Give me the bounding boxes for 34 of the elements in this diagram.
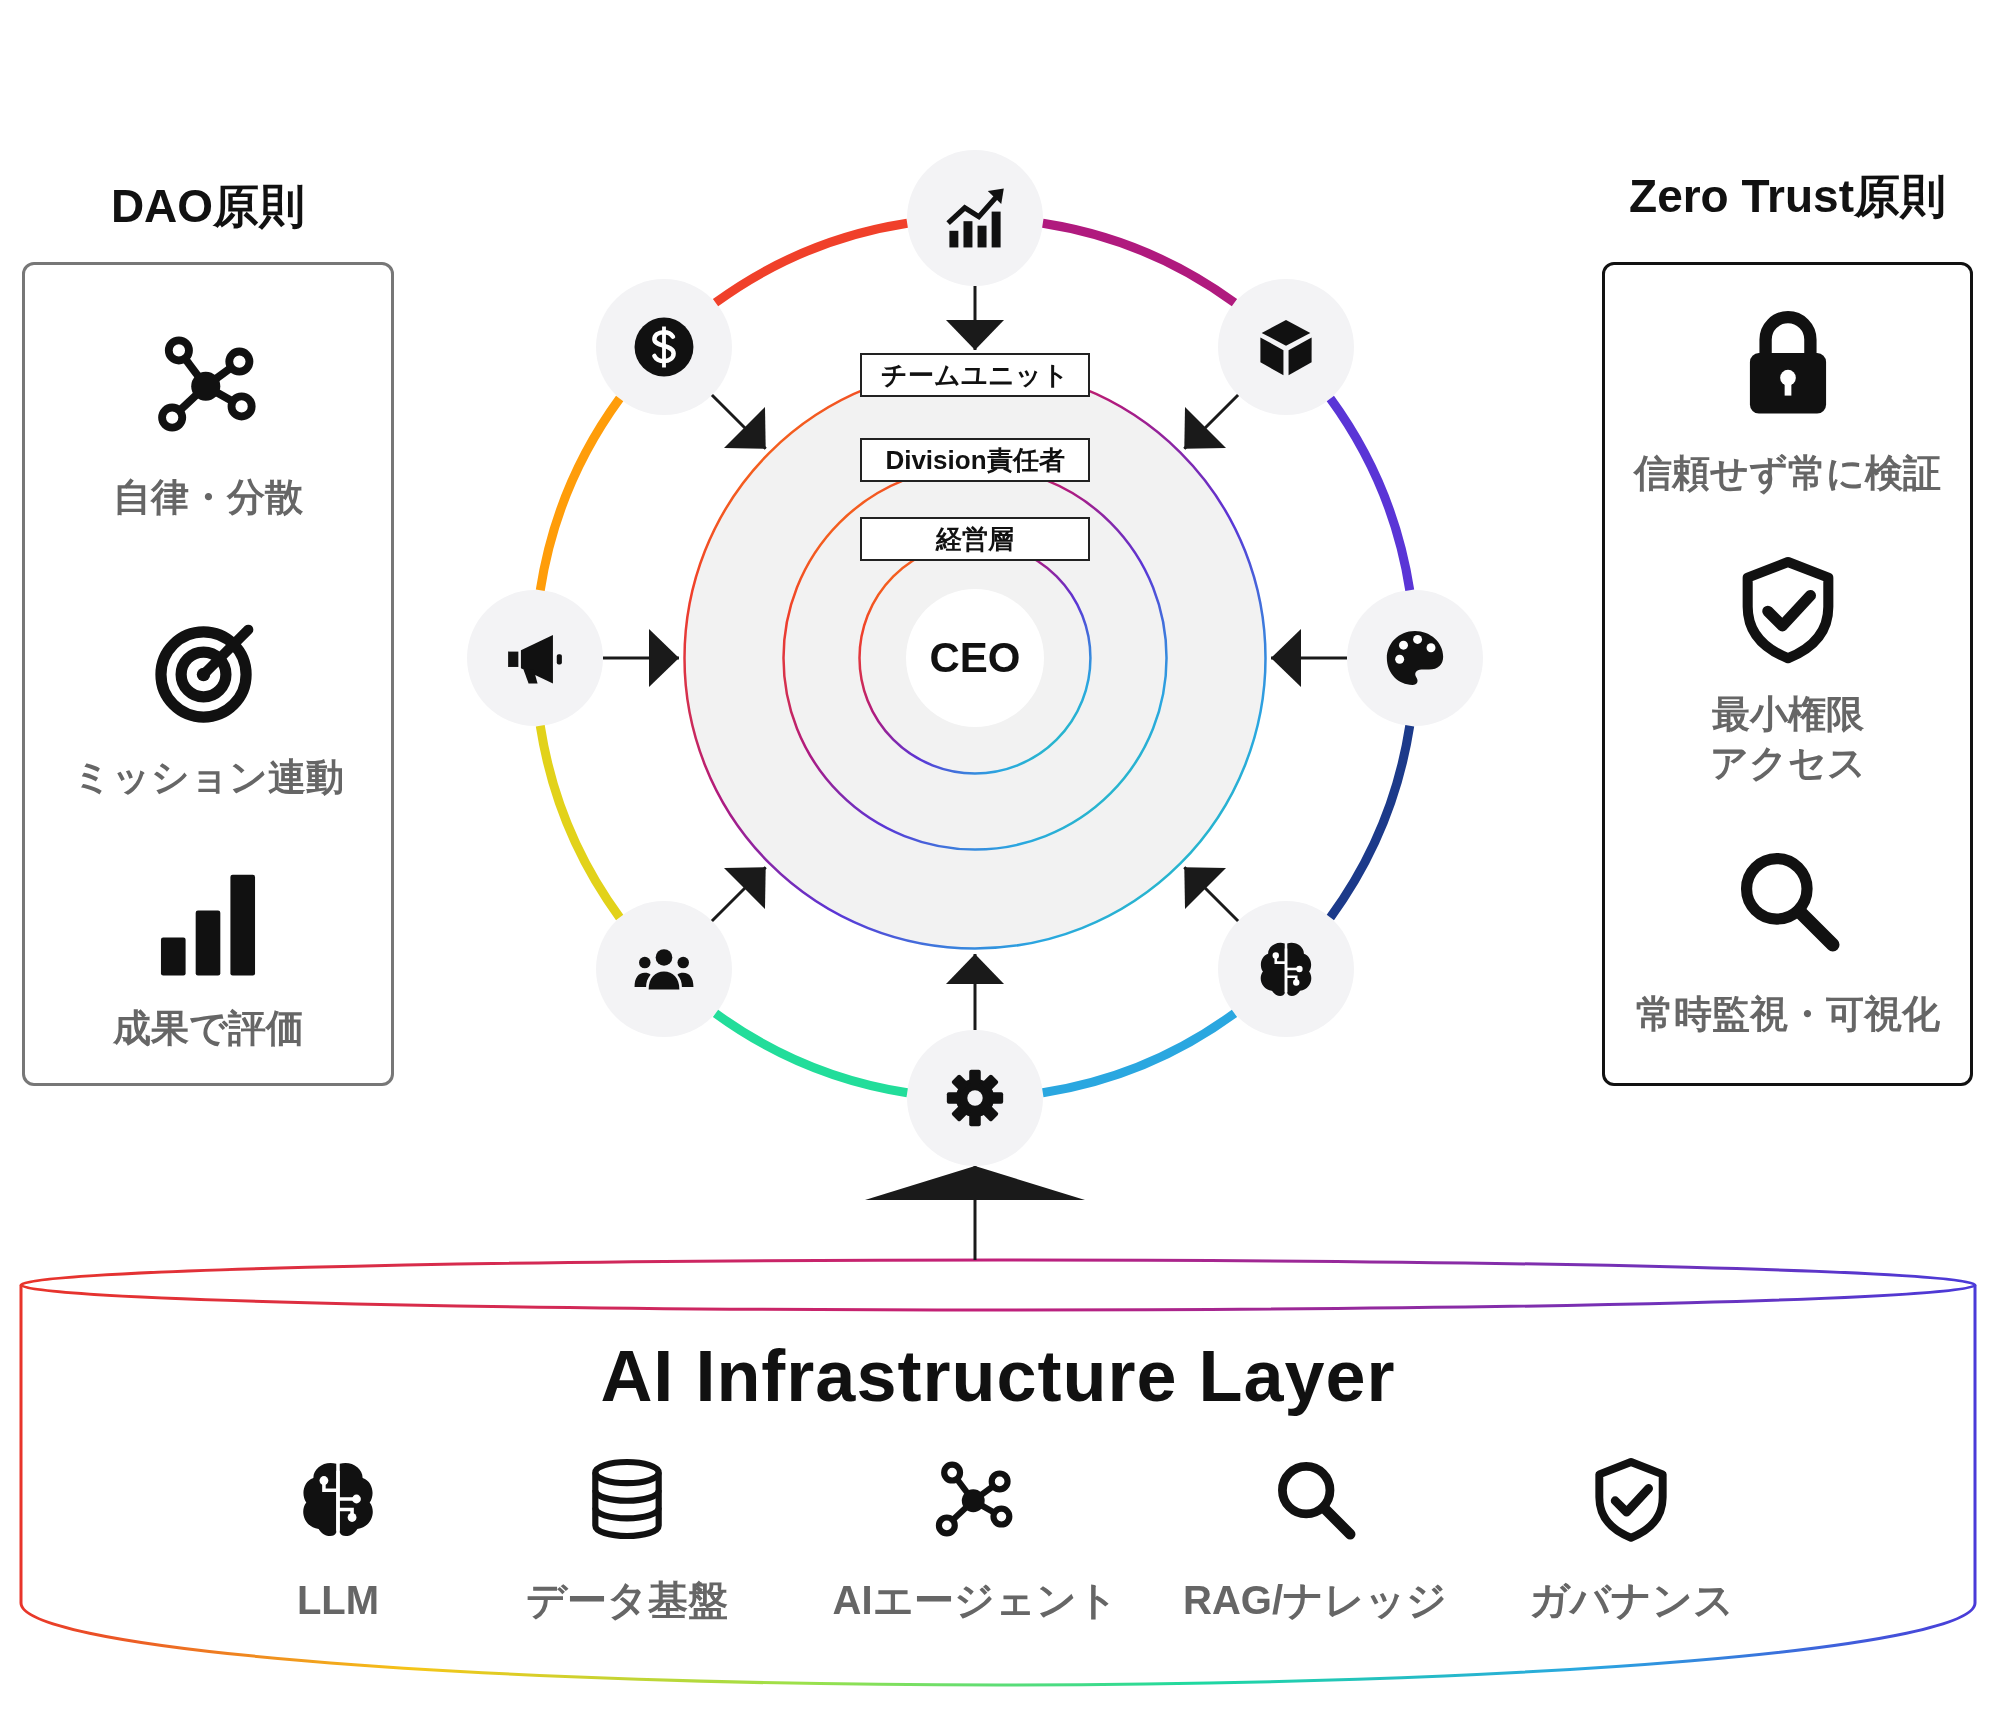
- component-label: RAG/ナレッジ: [1182, 1576, 1448, 1624]
- layer-title: AI Infrastructure Layer: [599, 1335, 1397, 1417]
- ring-arc: [1041, 1009, 1237, 1098]
- ring-arc: [713, 218, 909, 307]
- ring-arc: [1041, 218, 1237, 307]
- arrow: [1183, 866, 1240, 923]
- arrow: [1271, 629, 1347, 687]
- ring-arc: [1326, 724, 1415, 920]
- principle-label: ミッション連動: [71, 755, 345, 801]
- arrow: [710, 393, 767, 450]
- arrow: [946, 286, 1004, 350]
- component-label: データ基盤: [525, 1576, 729, 1624]
- arrow: [865, 1166, 1085, 1260]
- arrow: [710, 866, 767, 923]
- component-label: LLM: [295, 1577, 381, 1623]
- arrow: [603, 629, 679, 687]
- principle-label: 信頼せず常に検証: [1632, 451, 1942, 497]
- ring-arc: [1326, 396, 1415, 592]
- panel-heading: DAO原則: [109, 179, 307, 234]
- arrow: [1183, 393, 1240, 450]
- ring-label: チームユニット: [860, 353, 1090, 397]
- ring-label: Division責任者: [860, 438, 1090, 482]
- panel-heading: Zero Trust原則: [1628, 169, 1947, 224]
- component-label: AIエージェント: [831, 1576, 1119, 1624]
- principle-label: 自律・分散: [112, 475, 304, 521]
- ring-label: 経営層: [859, 517, 1090, 561]
- principle-label: 成果で評価: [111, 1006, 305, 1052]
- principle-label: 常時監視・可視化: [1634, 992, 1941, 1038]
- ring-arc: [535, 724, 624, 920]
- component-label: ガバナンス: [1527, 1576, 1735, 1624]
- principle-label: 最小権限アクセス: [1708, 691, 1867, 786]
- ring-arc: [713, 1009, 909, 1098]
- ring-arc: [535, 396, 624, 592]
- arrow: [946, 954, 1004, 1030]
